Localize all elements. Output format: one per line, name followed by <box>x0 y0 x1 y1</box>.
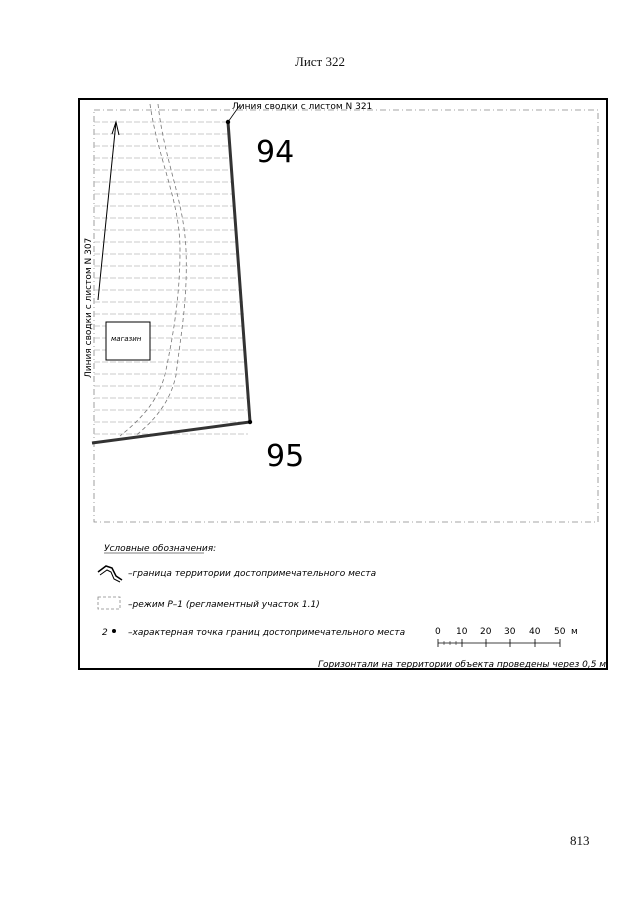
top-match-line-label: Линия сводки с листом N 321 <box>232 102 372 112</box>
regulation-zone-outline <box>93 109 599 523</box>
contour-note: Горизонтали на территории объекта провед… <box>318 660 606 670</box>
legend-point-marker: 2 <box>102 628 108 638</box>
scale-bar <box>437 639 561 647</box>
boundary-point <box>247 419 253 425</box>
building-label: магазин <box>111 335 142 343</box>
scale-tick-0: 0 <box>435 627 441 637</box>
scale-tick-50: 50 <box>554 627 566 637</box>
parcel-label-95: 95 <box>266 439 304 474</box>
sheet-title: Лист 322 <box>295 54 345 69</box>
north-arrow-head <box>111 120 120 136</box>
legend-item-point: –характерная точка границ достопримечате… <box>128 628 405 638</box>
legend-item-regime: –режим Р–1 (регламентный участок 1.1) <box>128 600 320 610</box>
map-canvas: магазин Линия сводки с листом N 321 Лини… <box>84 102 606 670</box>
scale-tick-30: 30 <box>504 627 516 637</box>
left-match-line-label: Линия сводки с листом N 307 <box>84 238 94 378</box>
north-arrow-line <box>97 121 117 301</box>
scale-unit: м <box>571 627 578 637</box>
dashed-rect-icon <box>97 596 121 610</box>
scale-tick-40: 40 <box>529 627 541 637</box>
contour-line <box>129 103 187 441</box>
scale-tick-10: 10 <box>456 627 468 637</box>
legend-title: Условные обозначения: <box>104 544 216 554</box>
boundary-line-icon <box>97 565 123 583</box>
map-frame: магазин Линия сводки с листом N 321 Лини… <box>78 98 608 670</box>
page-number: 813 <box>570 833 590 848</box>
match-line-leader <box>227 104 241 123</box>
scale-tick-20: 20 <box>480 627 492 637</box>
legend-item-boundary: –граница территории достопримечательного… <box>128 569 376 579</box>
point-icon <box>112 629 116 633</box>
parcel-label-94: 94 <box>256 135 294 170</box>
shop-building <box>105 321 151 361</box>
